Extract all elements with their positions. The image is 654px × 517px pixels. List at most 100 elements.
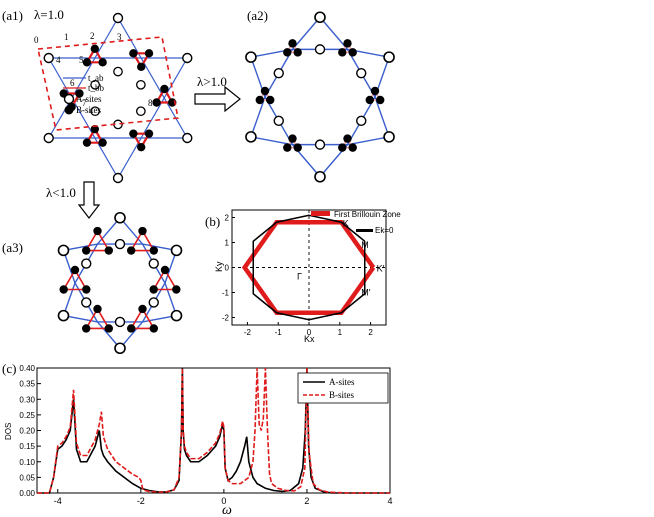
a3-mid-a-site-2: [114, 316, 126, 328]
site-number-3: 3: [117, 32, 122, 42]
a2-mid-a-site-1: [273, 115, 284, 127]
a1-b-site-3-1: [129, 129, 138, 138]
b-ytick-label-1: -1: [222, 289, 230, 298]
site-number-8: 8: [148, 98, 153, 108]
a1-b-site-1-2: [75, 89, 84, 98]
c-xlabel: ω: [222, 503, 232, 517]
a3-trimer-0: [84, 229, 111, 252]
a1-b-site-4-0: [160, 84, 169, 94]
a3-b-site-5-1: [126, 246, 136, 255]
site-number-6: 6: [70, 78, 75, 88]
a3-b-site-2-0: [93, 304, 102, 314]
a2-b-site-5-1: [338, 48, 347, 57]
a2-tip-a-site-5: [383, 51, 395, 63]
a1-inner-a-site-2: [90, 106, 100, 117]
b-point-label-2: M: [361, 240, 369, 250]
b-point-label-4: M′: [361, 287, 370, 297]
a3-tip-a-site-2: [57, 309, 70, 322]
panel-a2-trimerized-lattice: (a2): [245, 8, 395, 183]
a2-trimer-3: [340, 137, 355, 149]
a2-mid-a-site-3: [356, 115, 367, 127]
a1-b-site-0-0: [90, 44, 100, 54]
b-ytick-label-2: 0: [225, 264, 230, 273]
unit-cell-outline: [37, 36, 179, 131]
c-xtick-label-0: -4: [54, 496, 62, 506]
a3-b-site-1-0: [70, 265, 80, 275]
b-xtick-label-4: 2: [368, 328, 373, 337]
a2-trimer-4: [368, 89, 382, 101]
a1-b-site-3-0: [137, 142, 146, 152]
c-ytick-label-1: 0.05: [19, 473, 35, 482]
c-ytick-label-7: 0.35: [19, 380, 35, 389]
a3-trimer-3: [129, 307, 156, 330]
legend-tbb: t_bb: [88, 83, 105, 93]
a3-b-site-5-0: [138, 226, 147, 236]
b-point-label-0: Γ: [297, 272, 302, 282]
a2-b-site-3-2: [348, 143, 357, 152]
c-xtick-label-3: 2: [304, 496, 309, 506]
a3-mid-a-site-5: [114, 238, 126, 250]
a1-red-trimer-5: [131, 52, 151, 70]
c-ytick-label-8: 0.40: [19, 364, 35, 373]
site-number-7: 7: [82, 98, 87, 108]
a2-mid-a-site-4: [356, 67, 367, 79]
a3-b-site-4-2: [172, 285, 181, 294]
a3-b-site-1-2: [82, 285, 91, 294]
a2-b-site-1-1: [255, 95, 264, 105]
c-ylabel: DOS: [4, 423, 13, 440]
panel-a2-label: (a2): [247, 8, 268, 23]
a3-trimer-4: [152, 268, 178, 291]
legend-tab: t_ab: [88, 73, 104, 83]
b-ytick-label-0: -2: [222, 314, 230, 323]
a1-a-site-1: [43, 52, 54, 64]
a2-b-site-5-2: [348, 48, 357, 57]
a2-b-site-4-0: [370, 86, 380, 96]
a3-b-site-3-0: [138, 304, 147, 314]
a1-sites: [43, 12, 193, 184]
a2-b-site-1-0: [260, 86, 270, 96]
a1-big-triangle-1: [47, 57, 189, 180]
a2-spike-2: [250, 96, 293, 146]
a2-trimer-5: [340, 41, 355, 54]
panel-a3-breathing-lattice: (a3): [2, 211, 183, 355]
site-number-4: 4: [56, 55, 61, 65]
c-legend: A-sites B-sites: [297, 372, 389, 404]
a3-mid-a-site-4: [148, 258, 159, 269]
c-xtick-label-1: -2: [137, 496, 145, 506]
a1-a-site-3: [112, 172, 124, 184]
a1-b-site-3-2: [144, 129, 154, 138]
a2-b-site-0-0: [288, 39, 297, 48]
site-number-2: 2: [90, 31, 95, 41]
panel-b-label: (b): [205, 214, 220, 229]
site-numbers: 0 1 2 3 4 5 6 7 8: [34, 31, 153, 108]
a3-b-site-0-2: [104, 246, 114, 255]
b-xtick-label-2: 0: [307, 328, 312, 337]
c-ytick-label-5: 0.25: [19, 411, 35, 420]
a2-tip-a-site-2: [245, 131, 257, 143]
a2-b-site-0-2: [293, 48, 302, 57]
a2-tip-a-site-3: [314, 170, 326, 183]
a1-b-site-2-1: [82, 138, 92, 147]
a3-b-site-3-2: [149, 324, 159, 333]
a3-b-site-0-1: [81, 246, 91, 255]
a1-inner-a-site-5: [136, 79, 146, 90]
a2-spike-5: [347, 48, 390, 98]
a3-tip-a-site-1: [57, 244, 70, 257]
panel-c-label: (c): [2, 361, 16, 376]
c-ytick-label-6: 0.30: [19, 395, 35, 404]
legend-b-sites: B-sites: [76, 105, 101, 115]
arrow-lambda-greater: λ>1.0: [194, 74, 241, 113]
a1-inner-a-site-1: [90, 79, 100, 90]
a3-trimer-1: [62, 268, 88, 291]
a2-trimer-1: [258, 89, 272, 101]
a1-a-site-4: [182, 132, 193, 144]
b-xlabel: Kx: [304, 334, 315, 344]
a1-red-trimer-4: [154, 86, 175, 104]
b-point-label-1: K: [343, 219, 349, 229]
panel-a1-label: (a1): [2, 8, 23, 23]
a2-b-site-4-2: [376, 95, 385, 105]
b-series-1: [252, 214, 366, 321]
